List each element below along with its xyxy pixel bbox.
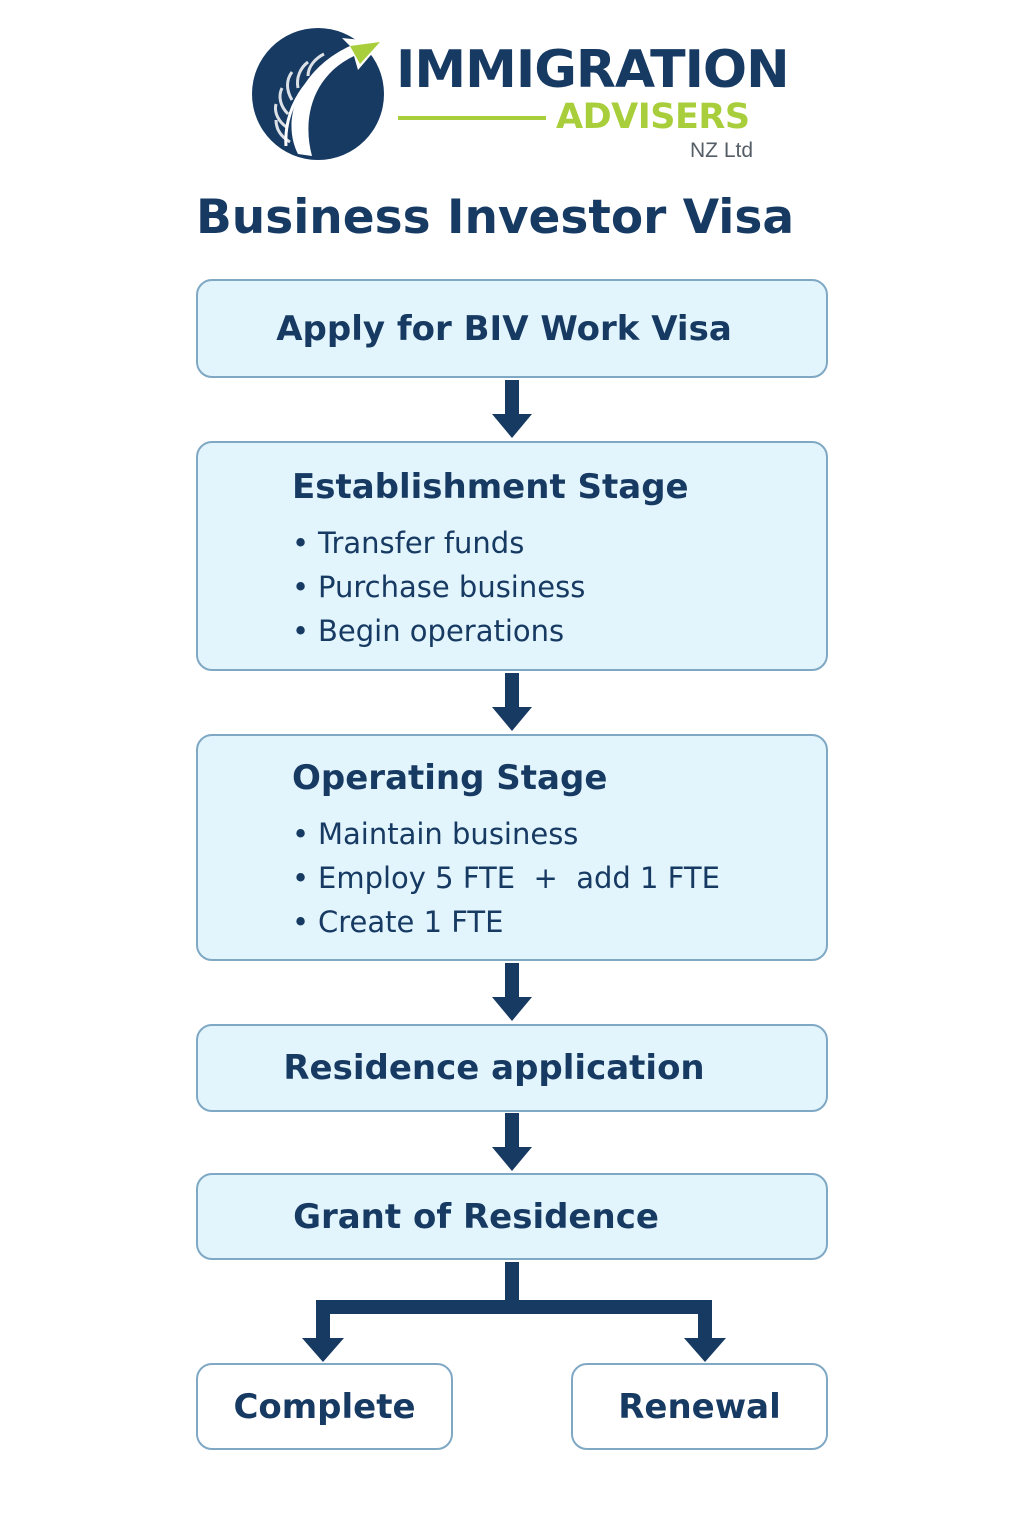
outcome-complete: Complete — [196, 1363, 453, 1450]
step-label: Residence application — [283, 1048, 705, 1088]
step-label: Establishment Stage — [292, 467, 689, 507]
step-grant-of-residence: Grant of Residence — [196, 1173, 828, 1260]
arrow-operating-to-residence — [492, 963, 532, 1021]
list-item: Create 1 FTE — [292, 900, 720, 944]
fern-emblem-icon — [252, 28, 384, 160]
page-title: Business Investor Visa — [195, 190, 795, 245]
arrow-apply-to-establishment — [492, 380, 532, 438]
list-item: Transfer funds — [292, 521, 585, 565]
step-establishment-stage: Establishment Stage Transfer funds Purch… — [196, 441, 828, 671]
step-operating-stage: Operating Stage Maintain business Employ… — [196, 734, 828, 961]
arrow-establishment-to-operating — [492, 673, 532, 731]
list-item: Maintain business — [292, 812, 720, 856]
list-item: Purchase business — [292, 565, 585, 609]
step-label: Apply for BIV Work Visa — [276, 309, 732, 349]
company-logo: IMMIGRATION ADVISERS NZ Ltd — [250, 24, 790, 164]
arrow-residence-to-grant — [492, 1113, 532, 1171]
step-apply-biv-work-visa: Apply for BIV Work Visa — [196, 279, 828, 378]
step-label: Operating Stage — [292, 758, 608, 798]
outcome-label: Renewal — [618, 1387, 781, 1427]
logo-wordmark-immigration: IMMIGRATION — [396, 40, 790, 100]
list-item: Employ 5 FTE + add 1 FTE — [292, 856, 720, 900]
logo-accent-line — [398, 116, 546, 120]
logo-wordmark-advisers: ADVISERS — [556, 97, 750, 137]
step-task-list: Transfer funds Purchase business Begin o… — [292, 521, 585, 653]
list-item: Begin operations — [292, 609, 585, 653]
logo-wordmark-nzltd: NZ Ltd — [690, 139, 754, 162]
step-task-list: Maintain business Employ 5 FTE + add 1 F… — [292, 812, 720, 944]
outcome-renewal: Renewal — [571, 1363, 828, 1450]
outcome-label: Complete — [233, 1387, 416, 1427]
step-label: Grant of Residence — [293, 1197, 659, 1237]
arrow-grant-split — [302, 1262, 726, 1362]
step-residence-application: Residence application — [196, 1024, 828, 1112]
